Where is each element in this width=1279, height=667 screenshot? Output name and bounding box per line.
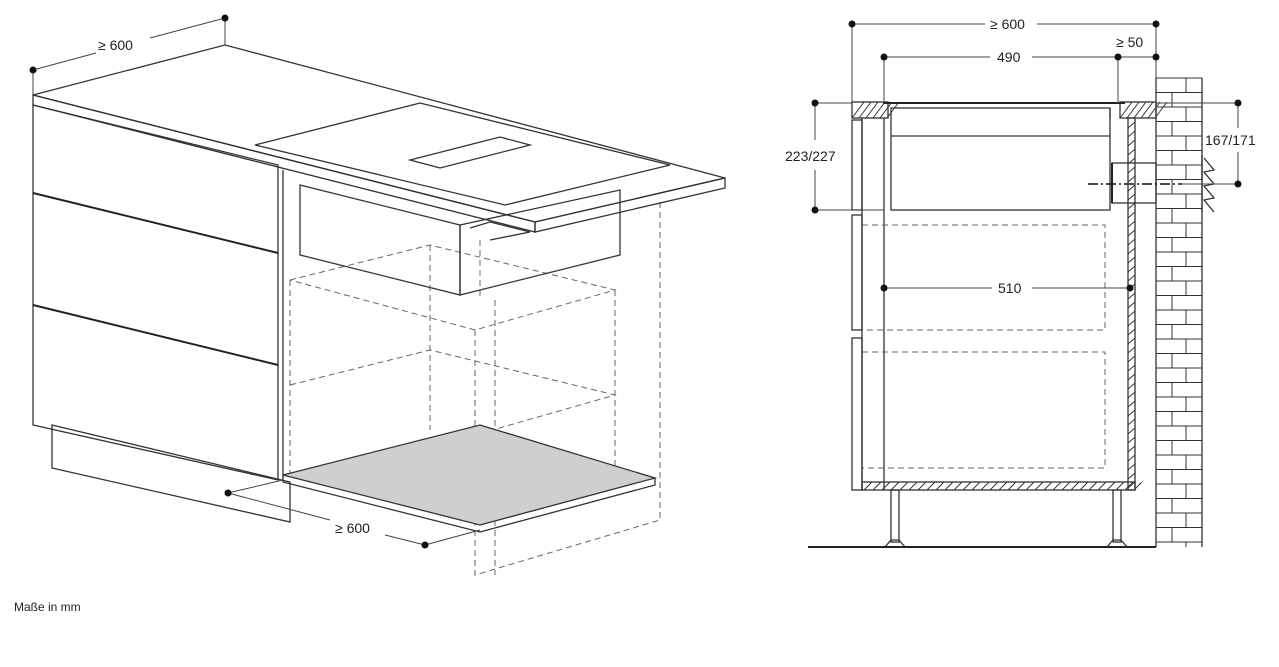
drawer-cabinet [32,104,284,481]
height-label: 223/227 [785,148,836,164]
countertop [32,44,726,233]
front-panel [851,214,863,331]
units-note: Maße in mm [14,600,81,614]
front-panel [851,119,863,211]
cooktop-unit-box [299,184,621,296]
section-view: ≥ 600 490 ≥ 50 223/227 167/171 510 [785,16,1256,548]
depth-dimension: ≥ 600 [29,14,229,95]
cooktop-unit [890,107,1111,211]
isometric-view: ≥ 600 ≥ 600 [29,14,726,576]
downdraft-vent [407,136,533,169]
floor-depth-label: ≥ 600 [335,520,370,536]
duct-height-label: 167/171 [1205,132,1256,148]
overall-depth-label: ≥ 600 [990,16,1025,32]
front-panel [851,337,863,491]
cabinet-leg [890,489,900,543]
cutout-dimension: 490 ≥ 50 [880,34,1160,103]
cutout-label: 490 [997,49,1021,65]
cabinet-leg [1112,489,1122,543]
cooktop-glass [254,102,671,206]
height-dimension: 223/227 [785,99,884,214]
hatched-sections [851,101,1168,491]
wall-gap-label: ≥ 50 [1116,34,1143,50]
exhaust-duct [1111,162,1157,204]
overall-depth-dimension: ≥ 600 [848,16,1160,102]
duct-height-dimension: 167/171 [1156,99,1256,188]
floor-depth-dimension: ≥ 600 [224,479,481,549]
inner-depth-label: 510 [998,280,1022,296]
inner-depth-dimension: 510 [880,280,1134,296]
brick-wall [1155,77,1203,547]
depth-label: ≥ 600 [98,37,133,53]
floor-plate [282,424,658,526]
plinth [51,424,291,523]
